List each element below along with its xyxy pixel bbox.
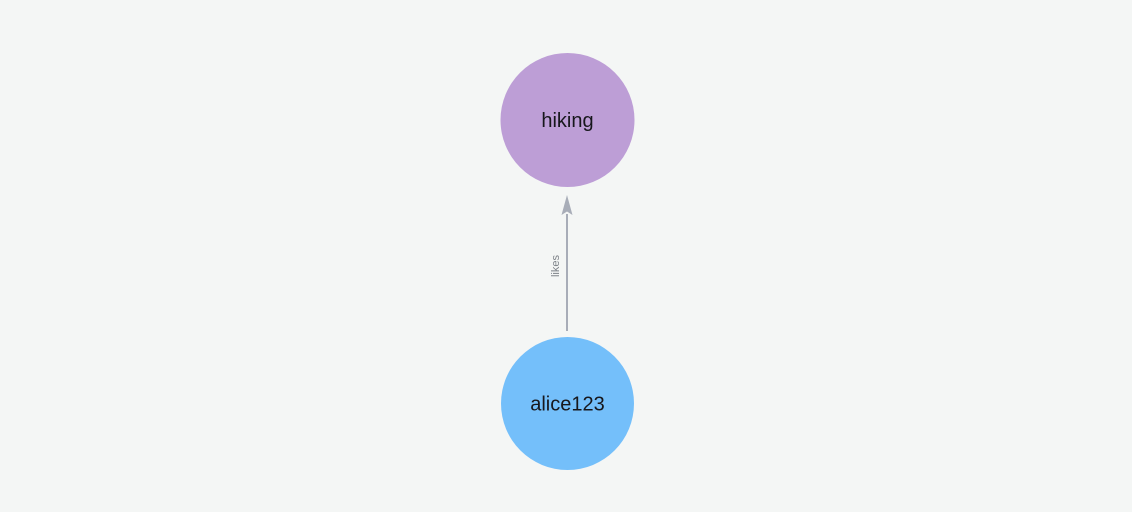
- graph-node-hiking[interactable]: hiking: [500, 53, 635, 187]
- graph-edge-alice123-likes-hiking[interactable]: likes: [550, 195, 573, 331]
- node-label-alice123: alice123: [530, 394, 605, 416]
- node-label-hiking: hiking: [541, 110, 593, 132]
- graph-node-alice123[interactable]: alice123: [501, 337, 634, 470]
- edge-label-likes: likes: [550, 255, 562, 278]
- edge-arrowhead-icon: [561, 195, 573, 215]
- node-circle-alice123[interactable]: [501, 337, 634, 470]
- node-circle-hiking[interactable]: [500, 53, 635, 187]
